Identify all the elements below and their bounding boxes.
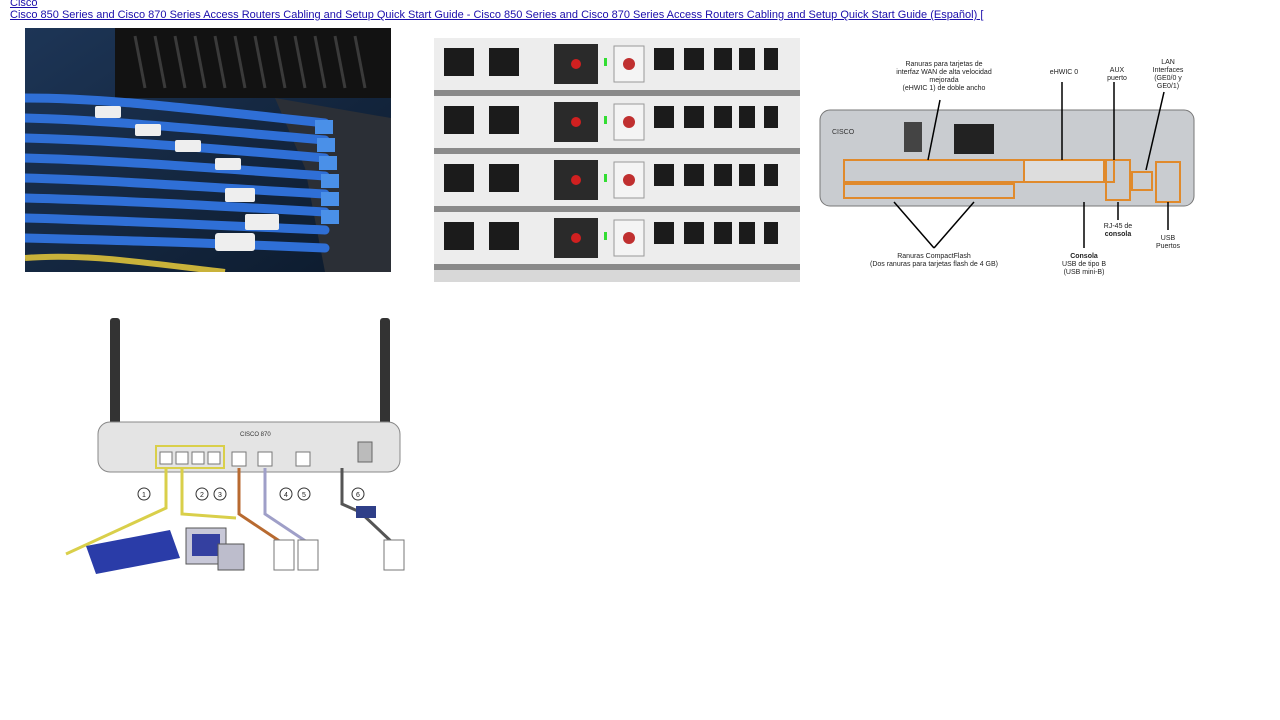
svg-text:LAN: LAN <box>1161 59 1175 66</box>
router-cabling-image[interactable]: CISCO 870 1 2 3 4 5 6 <box>60 318 410 580</box>
brand-text: CISCO <box>832 129 855 136</box>
svg-text:(Dos ranuras para tarjetas fla: (Dos ranuras para tarjetas flash de 4 GB… <box>870 261 998 268</box>
svg-text:(eHWIC 1) de doble ancho: (eHWIC 1) de doble ancho <box>903 85 986 92</box>
svg-text:interfaz WAN de alta velocidad: interfaz WAN de alta velocidad <box>896 69 992 76</box>
ethernet-cables-image[interactable] <box>25 28 391 272</box>
server-rack-image[interactable] <box>434 38 800 282</box>
svg-text:(GE0/0 y: (GE0/0 y <box>1154 75 1182 82</box>
svg-text:Ranuras CompactFlash: Ranuras CompactFlash <box>897 253 971 260</box>
svg-text:1: 1 <box>142 492 146 499</box>
router-rear-panel-image[interactable]: CISCO Ranuras para tarjetas de interfaz … <box>814 52 1202 284</box>
svg-text:Puertos: Puertos <box>1156 243 1181 250</box>
router-brand-text: CISCO 870 <box>240 432 271 438</box>
svg-text:4: 4 <box>284 492 288 499</box>
svg-text:eHWIC 0: eHWIC 0 <box>1050 69 1079 76</box>
svg-text:3: 3 <box>218 492 222 499</box>
svg-text:USB de tipo B: USB de tipo B <box>1062 261 1106 268</box>
router-rear-panel-diagram-icon: CISCO Ranuras para tarjetas de interfaz … <box>814 52 1202 284</box>
cisco-link[interactable]: Cisco <box>10 0 38 9</box>
svg-text:2: 2 <box>200 492 204 499</box>
svg-text:GE0/1): GE0/1) <box>1157 83 1179 90</box>
svg-text:Ranuras para tarjetas de: Ranuras para tarjetas de <box>905 61 982 68</box>
router-cabling-diagram-icon: CISCO 870 1 2 3 4 5 6 <box>60 318 410 580</box>
svg-text:Interfaces: Interfaces <box>1153 67 1184 74</box>
quick-start-guide-link[interactable]: Cisco 850 Series and Cisco 870 Series Ac… <box>10 9 984 21</box>
svg-text:Consola: Consola <box>1070 253 1098 260</box>
svg-text:mejorada: mejorada <box>929 77 958 84</box>
svg-text:(USB mini-B): (USB mini-B) <box>1064 269 1105 276</box>
ethernet-cables-photo-icon <box>25 28 391 272</box>
svg-text:AUX: AUX <box>1110 67 1125 74</box>
link-list: Cisco Cisco 850 Series and Cisco 870 Ser… <box>10 0 983 21</box>
svg-text:USB: USB <box>1161 235 1176 242</box>
server-rack-photo-icon <box>434 38 800 282</box>
svg-text:6: 6 <box>356 492 360 499</box>
svg-text:puerto: puerto <box>1107 75 1127 82</box>
svg-text:5: 5 <box>302 492 306 499</box>
svg-text:RJ-45 de: RJ-45 de <box>1104 223 1133 230</box>
svg-text:consola: consola <box>1105 231 1132 238</box>
